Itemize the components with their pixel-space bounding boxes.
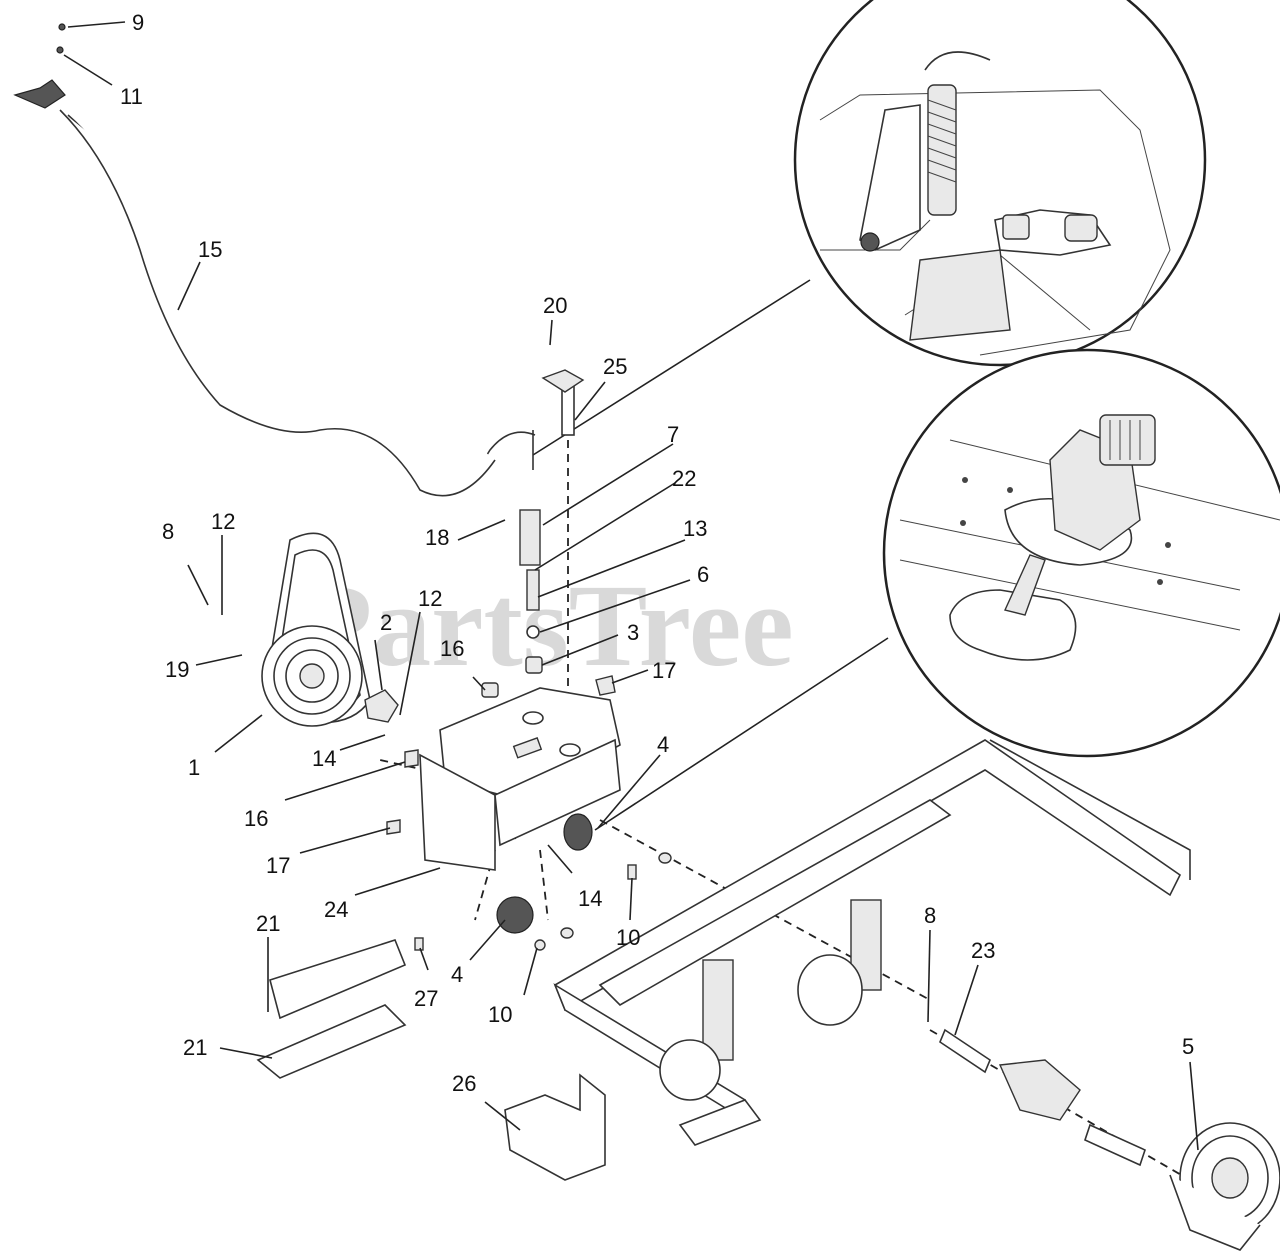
callout-22: 22	[672, 466, 696, 491]
throttle-cable	[13, 23, 536, 497]
callout-labels: 9 11 15 20 25 7 22 18 13 6 3 17 16 8 12 …	[120, 10, 1194, 1096]
callout-9: 9	[132, 10, 144, 35]
callout-10-right: 10	[616, 925, 640, 950]
callout-21-bottom: 21	[183, 1035, 207, 1060]
detail-leader-1	[532, 279, 811, 456]
callout-23: 23	[971, 938, 995, 963]
watermark-text: PartsTree	[300, 560, 794, 691]
callout-19: 19	[165, 657, 189, 682]
drive-shaft-clutch	[939, 1028, 1280, 1251]
callout-8-right: 8	[924, 903, 936, 928]
callout-17-top: 17	[652, 658, 676, 683]
callout-4-right: 4	[657, 732, 669, 757]
detail-view-cable-spring	[793, 0, 1207, 367]
mount-bracket	[419, 687, 621, 871]
callout-25: 25	[603, 354, 627, 379]
callout-8-left: 8	[162, 519, 174, 544]
cover-bracket	[504, 1073, 606, 1181]
dash-line-5	[474, 849, 549, 921]
callout-21-top: 21	[256, 911, 280, 936]
callout-4-bottom: 4	[451, 962, 463, 987]
callout-17-bottom: 17	[266, 853, 290, 878]
pulley-assembly	[261, 532, 399, 727]
callout-14-bottom: 14	[578, 886, 602, 911]
callout-11: 11	[120, 84, 143, 109]
callout-leaders	[63, 21, 1199, 1151]
callout-5: 5	[1182, 1034, 1194, 1059]
callout-27: 27	[414, 986, 438, 1011]
callout-20: 20	[543, 293, 567, 318]
callout-16-top: 16	[440, 636, 464, 661]
rod-assembly	[519, 369, 585, 674]
detail-leader-2	[594, 637, 889, 831]
detail-view-universal-joint	[882, 348, 1280, 758]
plates	[256, 939, 407, 1079]
callout-2: 2	[380, 610, 392, 635]
callout-10-bottom: 10	[488, 1002, 512, 1027]
callout-12-left: 12	[211, 509, 235, 534]
callout-15: 15	[198, 237, 222, 262]
callout-26: 26	[452, 1071, 476, 1096]
callout-6: 6	[697, 562, 709, 587]
callout-1: 1	[188, 755, 200, 780]
callout-16-bottom: 16	[244, 806, 268, 831]
callout-13: 13	[683, 516, 707, 541]
callout-24: 24	[324, 897, 348, 922]
callout-7: 7	[667, 422, 679, 447]
callout-12-right: 12	[418, 586, 442, 611]
callout-18: 18	[425, 525, 449, 550]
callout-3: 3	[627, 620, 639, 645]
callout-14-left: 14	[312, 746, 336, 771]
frame	[553, 739, 1191, 1146]
